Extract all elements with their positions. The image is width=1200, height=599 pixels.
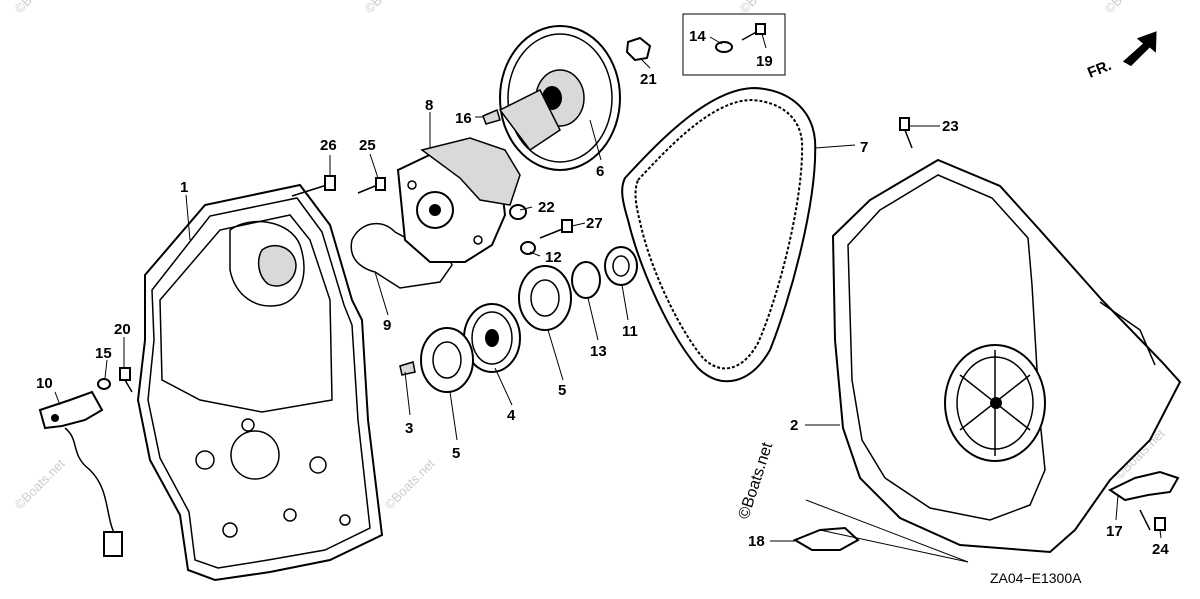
callout-7: 7 [860, 139, 868, 156]
callout-4: 4 [507, 407, 516, 424]
front-direction-indicator: FR. [1085, 31, 1157, 82]
part-5b-guide-plate [518, 265, 572, 331]
part-21-nut [625, 36, 652, 62]
callout-21: 21 [640, 71, 657, 88]
callout-13: 13 [590, 343, 607, 360]
callout-18: 18 [748, 533, 765, 550]
callout-23: 23 [942, 118, 959, 135]
callout-19: 19 [756, 53, 773, 70]
svg-text:©Boats.net: ©Boats.net [12, 456, 68, 512]
callout-9: 9 [383, 317, 391, 334]
callout-22: 22 [538, 199, 555, 216]
part-12-washer [520, 241, 536, 255]
svg-text:©Boats.net: ©Boats.net [362, 0, 418, 16]
callout-1: 1 [180, 179, 188, 196]
part-3-key [399, 361, 416, 376]
part-25-bolt [357, 177, 386, 194]
callout-2: 2 [790, 417, 798, 434]
watermark: ©Boats.net [736, 440, 777, 521]
part-19-bolt [741, 23, 766, 41]
callout-15: 15 [95, 345, 112, 362]
svg-text:©Boats.net: ©Boats.net [382, 456, 438, 512]
part-23-bolt [899, 117, 913, 149]
part-7-timing-belt [621, 86, 817, 383]
callout-26: 26 [320, 137, 337, 154]
callout-25: 25 [359, 137, 376, 154]
callout-24: 24 [1152, 541, 1169, 558]
part-5a-guide-plate [420, 327, 474, 393]
callout-6: 6 [596, 163, 604, 180]
part-11-nut [604, 246, 638, 286]
diagram-code: ZA04−E1300A [990, 570, 1082, 586]
callout-14: 14 [689, 28, 706, 45]
part-14-washer [715, 41, 733, 53]
callout-20: 20 [114, 321, 131, 338]
part-24-bolt [1139, 509, 1166, 531]
callout-12: 12 [545, 249, 562, 266]
leader-lines [54, 33, 1162, 563]
part-1-back-plate [136, 183, 384, 582]
callout-17: 17 [1106, 523, 1123, 540]
callout-16: 16 [455, 110, 472, 127]
part-17-clamp [1107, 470, 1180, 502]
callout-3: 3 [405, 420, 413, 437]
callout-10: 10 [36, 375, 53, 392]
svg-text:©Boats.net: ©Boats.net [1102, 0, 1158, 16]
callout-11: 11 [622, 323, 638, 340]
part-16-key [482, 108, 501, 125]
callout-8: 8 [425, 97, 433, 114]
callout-5a: 5 [452, 445, 460, 462]
callout-labels: 1 2 3 4 5 5 6 7 8 9 10 11 12 13 14 15 16… [36, 28, 1169, 558]
part-10-sensor [38, 390, 123, 557]
callout-5b: 5 [558, 382, 566, 399]
part-2-belt-cover [831, 158, 1182, 554]
part-4-crank-gear [463, 303, 521, 373]
callout-27: 27 [586, 215, 603, 232]
part-6-cam-pulley [498, 25, 621, 171]
direction-label: FR. [1085, 57, 1114, 82]
part-8-pump-housing [396, 137, 521, 263]
part-27-bolt [539, 219, 573, 239]
part-20-bolt [119, 367, 133, 393]
arrow-right-icon [1122, 31, 1157, 67]
svg-text:©Boats.net: ©Boats.net [12, 0, 68, 16]
parts-14-19-box [682, 13, 786, 76]
part-22-washer [509, 204, 527, 220]
part-15-washer [97, 378, 111, 390]
part-9-gasket [350, 222, 453, 289]
part-13-washer [571, 261, 601, 299]
